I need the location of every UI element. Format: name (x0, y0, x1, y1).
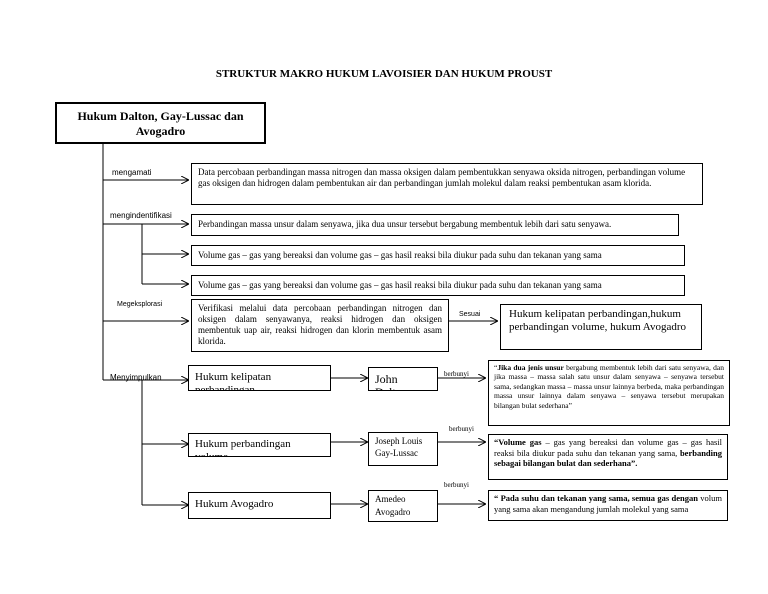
label-berbunyi-2: berbunyi (449, 425, 474, 433)
statement-text: bergabung membentuk lebih dari satu seny… (494, 363, 724, 410)
label-menyimpulkan: Menyimpulkan (110, 373, 162, 382)
label-mengamati: mengamati (112, 168, 152, 177)
law-box-2: Hukum perbandingan volume (188, 433, 331, 457)
label-berbunyi-1: berbunyi (444, 370, 469, 378)
statement-box-1: “Jika dua jenis unsur bergabung membentu… (488, 360, 730, 426)
observe-box: Data percobaan perbandingan massa nitrog… (191, 163, 703, 205)
statement-box-2: “Volume gas – gas yang bereaksi dan volu… (488, 434, 728, 480)
label-berbunyi-3: berbunyi (444, 481, 469, 489)
label-sesuai: Sesuai (459, 311, 481, 318)
law-box-3: Hukum Avogadro (188, 492, 331, 519)
identify-box-3: Volume gas – gas yang bereaksi dan volum… (191, 275, 685, 296)
person-box-1: John Dalton (368, 367, 438, 391)
explore-result-box: Hukum kelipatan perbandingan,hukum perba… (500, 304, 702, 350)
root-node: Hukum Dalton, Gay-Lussac dan Avogadro (55, 102, 266, 144)
law-box-1: Hukum kelipatan perbandingan (188, 365, 331, 391)
identify-box-2: Volume gas – gas yang bereaksi dan volum… (191, 245, 685, 266)
person-box-3: Amedeo Avogadro (368, 490, 438, 522)
statement-key-phrase: Volume gas (498, 437, 542, 447)
identify-box-1: Perbandingan massa unsur dalam senyawa, … (191, 214, 679, 236)
statement-quote-close: ”. (630, 458, 638, 468)
statement-key-phrase-2: berbanding sebagai bilangan bulat dan se… (494, 447, 722, 469)
statement-quote-open: “ (494, 437, 499, 447)
person-box-2: Joseph Louis Gay-Lussac (368, 432, 438, 466)
statement-quote-open: “ (494, 493, 501, 503)
label-mengidentifikasi: mengindentifikasi (110, 211, 172, 220)
statement-text: volum yang sama akan mengandung jumlah m… (494, 493, 722, 514)
statement-quote-close: ” (568, 400, 572, 410)
statement-box-3: “ Pada suhu dan tekanan yang sama, semua… (488, 490, 728, 521)
statement-key-phrase: Jika dua jenis unsur (497, 363, 564, 372)
statement-text: – gas yang bereaksi dan volume gas – gas… (494, 437, 723, 458)
page-title: STRUKTUR MAKRO HUKUM LAVOISIER DAN HUKUM… (215, 68, 553, 80)
statement-key-phrase: Pada suhu dan tekanan yang sama, semua g… (500, 493, 698, 503)
statement-quote-open: “ (494, 363, 498, 372)
label-mengeksplorasi: Megeksplorasi (117, 301, 163, 308)
explore-box: Verifikasi melalui data percobaan perban… (191, 299, 449, 352)
